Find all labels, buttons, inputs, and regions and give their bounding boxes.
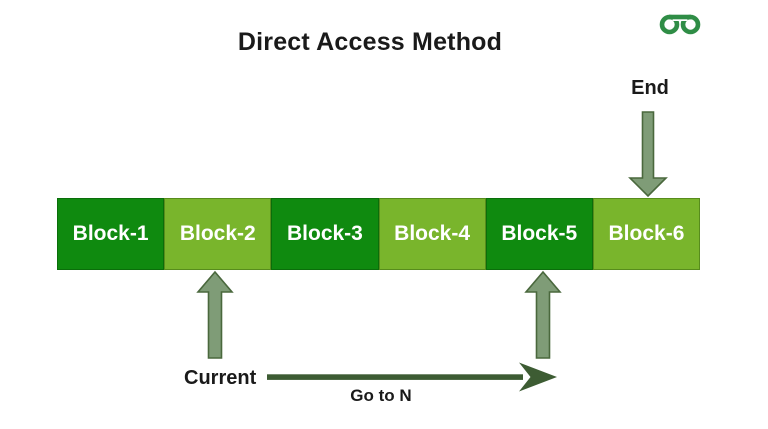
block-1: Block-1 <box>57 198 165 270</box>
current-label: Current <box>184 367 257 389</box>
block-2: Block-2 <box>164 198 272 270</box>
block-6: Block-6 <box>592 198 701 270</box>
go-to-n-arrow-right-icon <box>267 362 557 392</box>
go-to-n-label: Go to N <box>350 386 412 405</box>
block-3: Block-3 <box>271 198 379 270</box>
end-label: End <box>631 77 669 99</box>
block-5: Block-5 <box>485 198 593 270</box>
target-arrow-up-icon <box>524 270 562 359</box>
page-title: Direct Access Method <box>237 28 503 56</box>
current-arrow-up-icon <box>196 270 234 359</box>
blocks-strip: Block-1 Block-2 Block-3 Block-4 Block-5 … <box>57 198 701 270</box>
block-4: Block-4 <box>378 198 486 270</box>
geeksforgeeks-logo-icon <box>659 12 701 35</box>
end-arrow-down-icon <box>628 111 668 198</box>
